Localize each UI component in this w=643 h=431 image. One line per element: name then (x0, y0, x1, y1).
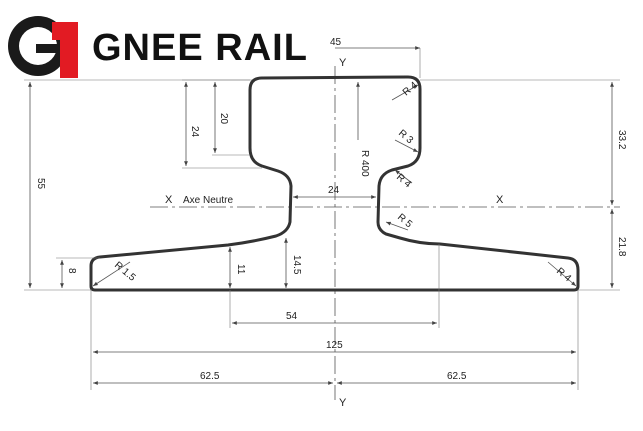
dim-half-left-label: 62.5 (200, 371, 220, 382)
radius-head-side-label: R 3 (396, 128, 415, 147)
brand-logo: GNEE RAIL (8, 16, 308, 78)
radius-crown-label: R 400 (359, 150, 370, 177)
dim-foot-mid-label: 11 (235, 264, 246, 275)
dim-web-base-label: 54 (286, 311, 298, 322)
x-axis-left-label: X (165, 194, 173, 206)
radius-foot-right-leader (547, 261, 577, 287)
x-axis-right-label: X (496, 194, 504, 206)
y-axis-bottom-label: Y (339, 397, 347, 409)
radius-head-fillet-label: R 4 (394, 172, 413, 191)
rail-profile (89, 75, 580, 292)
logo-g-bar (36, 44, 60, 53)
dim-half-right-label: 62.5 (447, 371, 467, 382)
dim-lower-height-label: 21.8 (616, 237, 627, 257)
dim-foot-width-label: 125 (326, 340, 343, 351)
dim-head-depth-label: 24 (189, 126, 200, 138)
dim-total-height-label: 55 (35, 178, 46, 190)
brand-name: GNEE RAIL (92, 27, 308, 69)
neutral-axis-label: Axe Neutre (183, 195, 233, 206)
dim-foot-edge-label: 8 (66, 268, 77, 274)
dim-head-width-label: 45 (330, 37, 342, 48)
dim-head-inner-label: 20 (218, 113, 229, 125)
y-axis-top-label: Y (339, 57, 347, 69)
radius-foot-left-label: R 1.5 (112, 260, 138, 284)
radius-foot-left-leader (92, 261, 131, 287)
radius-web-fillet-leader (385, 221, 409, 231)
dim-web-width-label: 24 (328, 185, 340, 196)
dim-web-foot-label: 14.5 (291, 255, 302, 275)
radius-head-fillet-leader (394, 169, 413, 184)
radius-head-side-leader (394, 139, 419, 153)
dim-upper-height-label: 33.2 (616, 130, 627, 150)
radius-web-fillet-label: R 5 (395, 212, 414, 231)
radius-head-top-leader (391, 84, 419, 101)
logo-red-mark (52, 22, 78, 78)
